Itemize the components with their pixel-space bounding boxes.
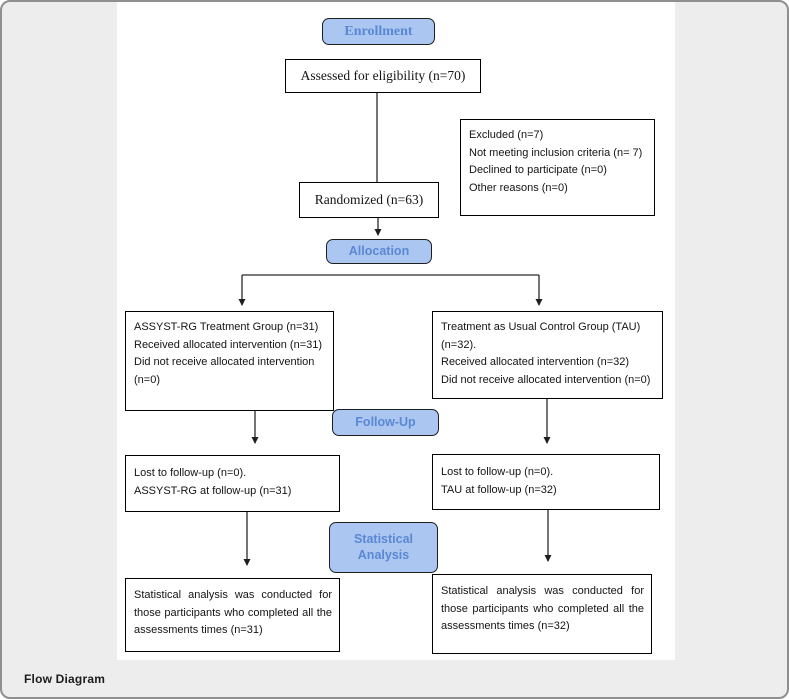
randomized-box: Randomized (n=63) (299, 182, 439, 218)
analysis-word: Analysis (357, 547, 410, 562)
control-analysis-box: Statistical analysis was conducted for t… (432, 574, 652, 654)
treatment-followup-line: Lost to follow-up (n=0). (134, 467, 247, 479)
excluded-box: Excluded (n=7) Not meeting inclusion cri… (460, 119, 655, 216)
treatment-group-line: Received allocated intervention (n=31) (134, 338, 323, 351)
flow-diagram-caption: Flow Diagram (24, 672, 106, 686)
follow-up-stage-label: Follow-Up (332, 409, 439, 436)
treatment-analysis-text: Statistical analysis was conducted for t… (134, 589, 332, 636)
control-followup-line: TAU at follow-up (n=32) (441, 483, 557, 496)
excluded-line: Other reasons (n=0) (469, 181, 568, 194)
control-group-line: Treatment as Usual Control Group (TAU) (… (441, 321, 641, 351)
randomized-text: Randomized (n=63) (314, 191, 424, 207)
treatment-group-box: ASSYST-RG Treatment Group (n=31) Receive… (125, 311, 334, 411)
excluded-line: Declined to participate (n=0) (469, 164, 607, 176)
excluded-line: Not meeting inclusion criteria (n= 7) (469, 146, 643, 159)
allocation-stage-label: Allocation (326, 239, 432, 264)
statistical-analysis-stage-text: Statistical Analysis (354, 532, 413, 563)
control-analysis-text: Statistical analysis was conducted for t… (441, 585, 644, 632)
treatment-followup-box: Lost to follow-up (n=0). ASSYST-RG at fo… (125, 455, 340, 512)
control-group-box: Treatment as Usual Control Group (TAU) (… (432, 311, 663, 399)
diagram-canvas: Assessed for eligibility (n=70) Excluded… (117, 2, 675, 660)
excluded-line: Excluded (n=7) (469, 129, 544, 141)
control-followup-line: Lost to follow-up (n=0). (441, 466, 554, 478)
assessed-eligibility-text: Assessed for eligibility (n=70) (300, 67, 466, 83)
control-group-line: Did not receive allocated intervention (… (441, 373, 651, 386)
control-group-line: Received allocated intervention (n=32) (441, 356, 630, 368)
treatment-group-line: ASSYST-RG Treatment Group (n=31) (134, 321, 319, 333)
connector-lines (238, 93, 552, 566)
treatment-analysis-box: Statistical analysis was conducted for t… (125, 578, 340, 652)
enrollment-stage-text: Enrollment (344, 23, 413, 39)
allocation-stage-text: Allocation (348, 243, 410, 258)
statistical-word: Statistical (353, 531, 414, 546)
control-followup-box: Lost to follow-up (n=0). TAU at follow-u… (432, 454, 660, 510)
assessed-eligibility-box: Assessed for eligibility (n=70) (285, 59, 481, 93)
enrollment-stage-label: Enrollment (322, 18, 435, 45)
follow-up-stage-text: Follow-Up (355, 414, 416, 429)
statistical-analysis-stage-label: Statistical Analysis (329, 522, 438, 573)
treatment-group-line: Did not receive allocated intervention (… (134, 356, 315, 386)
treatment-followup-line: ASSYST-RG at follow-up (n=31) (134, 484, 292, 497)
